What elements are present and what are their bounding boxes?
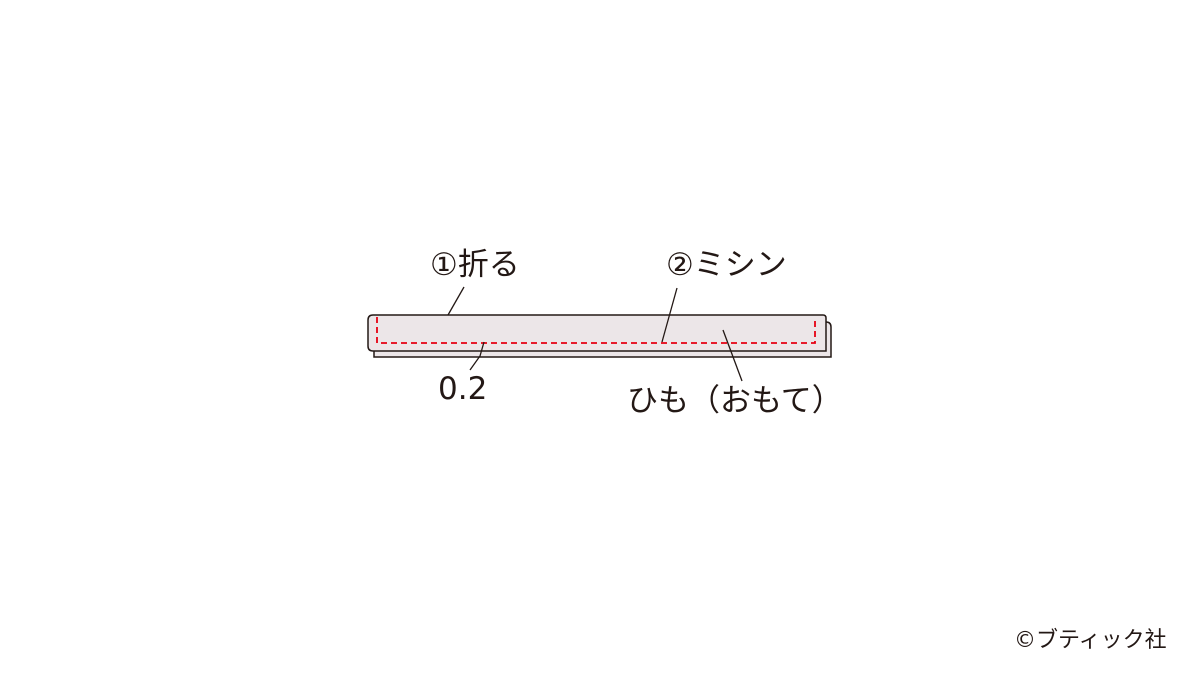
strap-leader-line	[722, 329, 743, 382]
fold-label: ①折る	[430, 247, 520, 283]
stitch-leader-line	[661, 287, 678, 343]
fold-leader-line	[447, 286, 465, 316]
seam-allowance-label: 0.2	[438, 371, 488, 407]
stitch-label: ②ミシン	[666, 247, 787, 283]
copyright-text: ©ブティック社	[1014, 628, 1167, 653]
strap-front-layer	[367, 314, 827, 352]
stitch-line	[376, 317, 816, 344]
allowance-leader-line	[469, 341, 485, 371]
strap-right-side-label: ひも（おもて）	[627, 383, 843, 419]
